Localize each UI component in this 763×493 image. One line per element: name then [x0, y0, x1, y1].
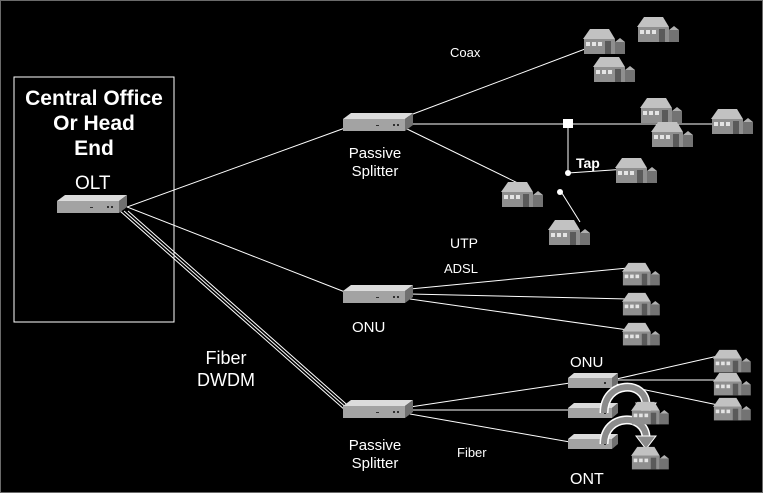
passive-splitter-top-line2: Splitter: [351, 163, 399, 180]
ont-label: ONT: [570, 471, 604, 488]
coax-tap-box: [563, 119, 573, 128]
passive-splitter-top-line1: Passive: [348, 145, 402, 162]
passive-splitter-top-label: Passive Splitter: [344, 145, 406, 181]
passive-splitter-bottom-line1: Passive: [348, 437, 402, 454]
house-icon: [548, 220, 590, 245]
house-icon: [713, 349, 751, 373]
house-icon: [615, 158, 657, 183]
fiber-dwdm-line1: Fiber: [205, 348, 247, 368]
adsl-label: ADSL: [444, 261, 478, 276]
house-icon: [583, 29, 625, 54]
olt-device: [57, 195, 127, 213]
house-icon: [631, 401, 669, 425]
utp-label: UTP: [450, 235, 478, 251]
house-icon: [622, 292, 660, 316]
house-icon: [640, 98, 682, 123]
curved-arrow-2: [599, 415, 658, 450]
houses: [501, 17, 753, 470]
house-icon: [593, 57, 635, 82]
onu-bottom-label: ONU: [570, 354, 604, 371]
house-icon: [622, 262, 660, 286]
passive-splitter-bottom-label: Passive Splitter: [344, 437, 406, 473]
central-office-line1: Central Office: [25, 87, 163, 110]
passive-splitter-top-device: [343, 113, 413, 131]
house-icon: [651, 122, 693, 147]
house-icon: [713, 372, 751, 396]
fiber-label: Fiber: [457, 445, 487, 460]
central-office-label: Central Office Or Head End: [14, 86, 174, 162]
ont-small-device-1: [568, 403, 618, 418]
central-office-line3: End: [74, 137, 114, 161]
house-icon: [711, 109, 753, 134]
olt-label: OLT: [75, 173, 111, 194]
passive-splitter-bottom-line2: Splitter: [351, 455, 399, 472]
tap-node: [565, 170, 571, 176]
central-office-line2: Or Head: [53, 112, 135, 136]
branch-node: [557, 189, 563, 195]
passive-splitter-bottom-device: [343, 400, 413, 418]
onu-middle-label: ONU: [352, 319, 386, 336]
house-icon: [501, 182, 543, 207]
house-icon: [631, 446, 669, 470]
onu-small-device: [568, 373, 618, 388]
fiber-dwdm-line2: DWDM: [197, 369, 255, 390]
ont-small-device-2: [568, 434, 618, 449]
house-icon: [637, 17, 679, 42]
onu-middle-device: [343, 285, 413, 303]
house-icon: [622, 322, 660, 346]
house-icon: [713, 397, 751, 421]
fiber-dwdm-label: Fiber DWDM: [196, 348, 256, 391]
coax-label: Coax: [450, 45, 481, 60]
tap-label: Tap: [576, 155, 600, 171]
central-office-box: [13, 76, 175, 323]
